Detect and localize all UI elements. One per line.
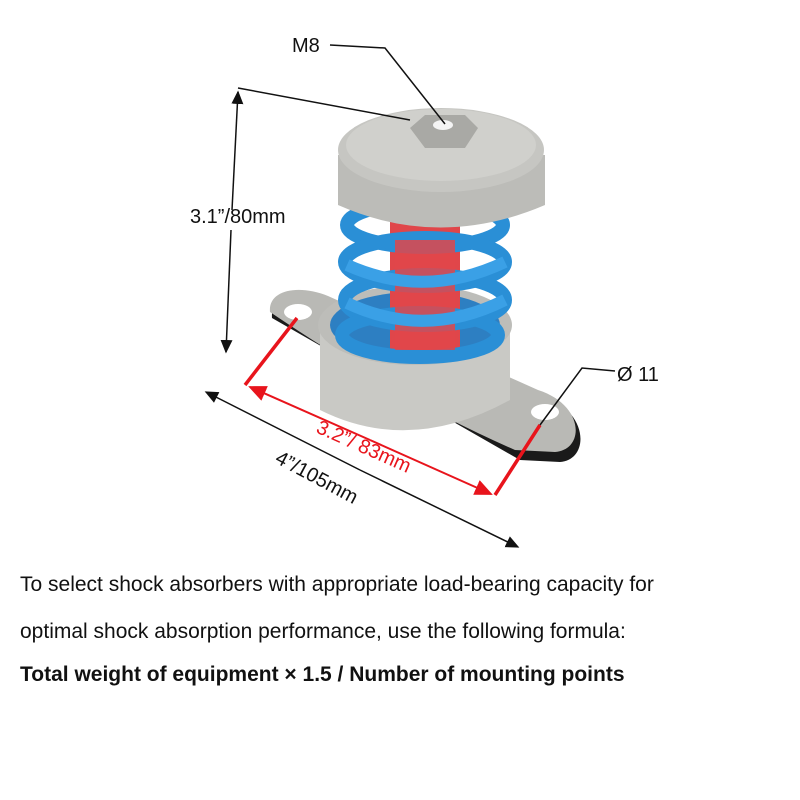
- shock-absorber-diagram: M8 3.1”/80mm Ø 11 3.2”/ 83mm 4”/105mm: [190, 35, 659, 548]
- height-arrow: [220, 229, 233, 354]
- shock-absorber-photo: [269, 108, 581, 462]
- hole-leader-line: [539, 367, 616, 426]
- thread-leader-line: [329, 44, 446, 125]
- length-label: 4”/105mm: [272, 447, 362, 509]
- height-top-line: [237, 87, 411, 121]
- hole-spacing-arrow: [369, 439, 493, 495]
- caption-line-2: optimal shock absorption performance, us…: [20, 620, 626, 643]
- height-label: 3.1”/80mm: [190, 206, 286, 228]
- hole-spacing-ext-right: [493, 424, 542, 496]
- formula: Total weight of equipment × 1.5 / Number…: [20, 663, 625, 686]
- hole-diameter-label: Ø 11: [617, 364, 659, 386]
- thread-label: M8: [292, 35, 320, 57]
- height-arrow: [231, 90, 244, 211]
- hole-spacing-arrow: [248, 386, 371, 441]
- length-arrow: [204, 391, 361, 471]
- caption-line-1: To select shock absorbers with appropria…: [20, 573, 654, 596]
- hole-spacing-ext-left: [243, 316, 299, 387]
- length-arrow: [359, 469, 520, 548]
